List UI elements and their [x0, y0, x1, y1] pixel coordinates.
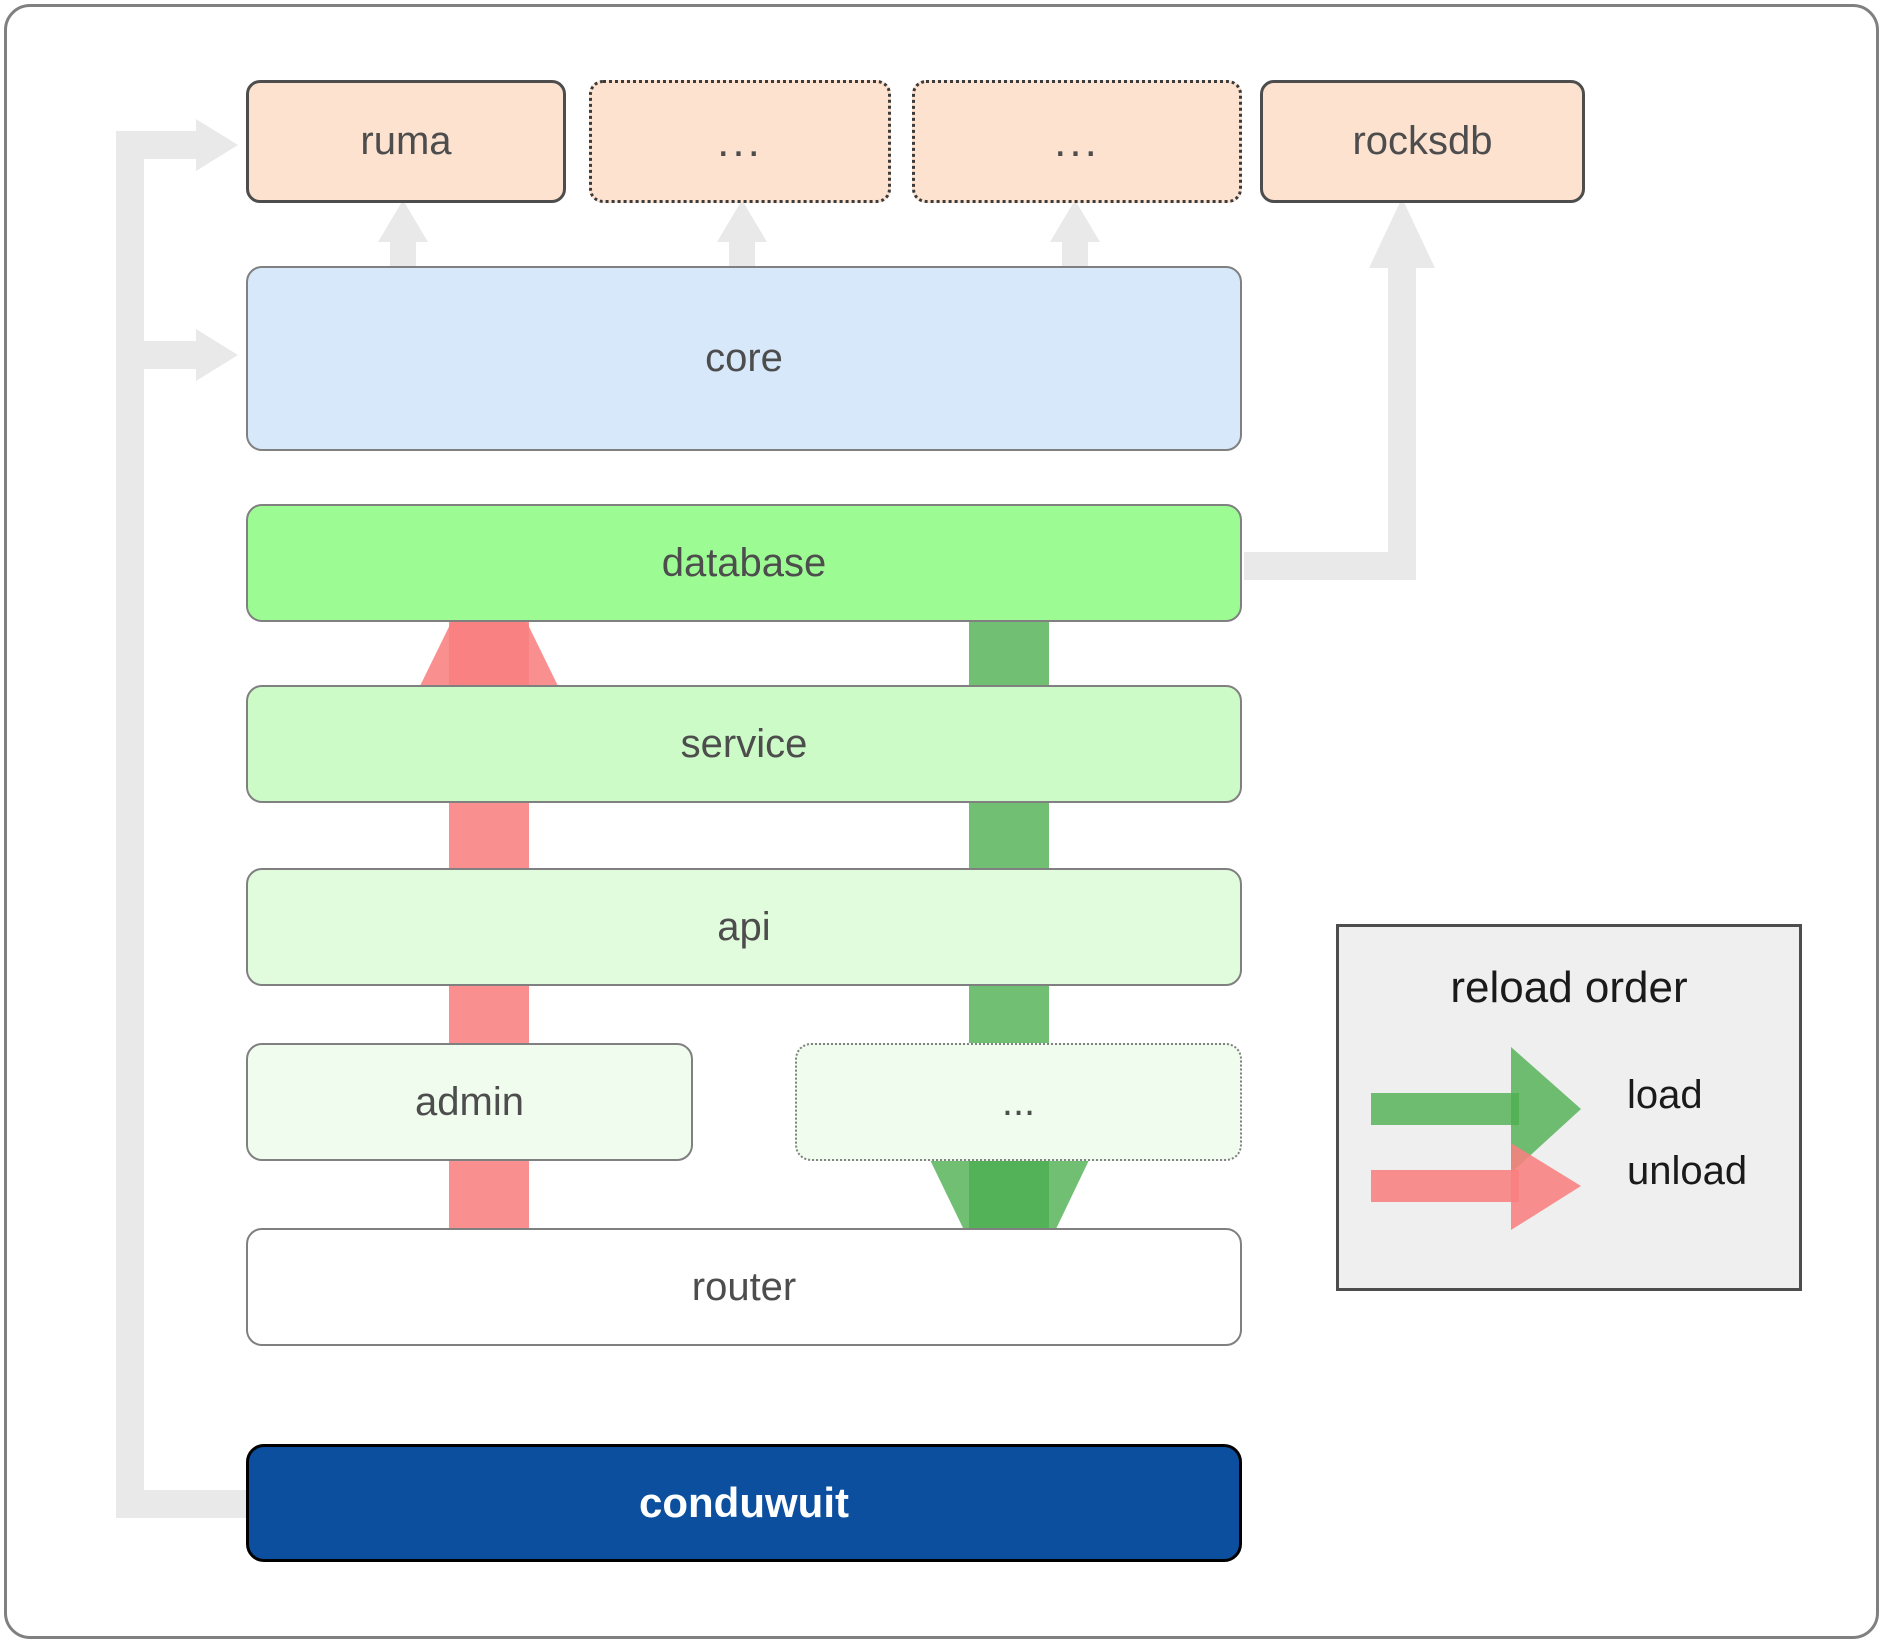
legend-title: reload order [1450, 963, 1688, 1012]
dependency-label-rocksdb: rocksdb [1352, 119, 1493, 163]
root-label-conduwuit: conduwuit [639, 1479, 849, 1526]
layer-label-api: api [717, 904, 771, 949]
dependency-label-2: ... [717, 116, 763, 166]
layer-label-router: router [691, 1264, 797, 1309]
dependency-label-3: ... [1054, 116, 1100, 166]
legend-panel: reload order load unload [1336, 924, 1802, 1291]
dependency-box-3[interactable]: ... [912, 80, 1242, 203]
dependency-box-rocksdb[interactable]: rocksdb [1260, 80, 1585, 203]
legend-arrow-layer [1371, 1047, 1581, 1230]
layer-label-core: core [705, 336, 783, 380]
legend-label-unload: unload [1627, 1149, 1748, 1193]
layer-label-database: database [661, 540, 827, 585]
layer-box-api[interactable]: api [246, 868, 1242, 986]
dependency-label-ruma: ruma [360, 119, 452, 163]
legend-arrow-unload [1371, 1143, 1581, 1230]
dependency-box-ruma[interactable]: ruma [246, 80, 566, 203]
dependency-box-2[interactable]: ... [589, 80, 891, 203]
layer-box-router[interactable]: router [246, 1228, 1242, 1346]
legend-label-load: load [1627, 1073, 1703, 1117]
layer-label-admin: admin [415, 1079, 524, 1124]
layer-label-service: service [680, 721, 808, 766]
layer-box-admin[interactable]: admin [246, 1043, 693, 1161]
layer-box-core[interactable]: core [246, 266, 1242, 451]
layer-box-more[interactable]: ... [795, 1043, 1242, 1161]
root-box-conduwuit[interactable]: conduwuit [246, 1444, 1242, 1562]
diagram-frame [4, 4, 1879, 1639]
layer-box-service[interactable]: service [246, 685, 1242, 803]
layer-box-database[interactable]: database [246, 504, 1242, 622]
legend-arrow-load [1371, 1047, 1581, 1173]
layer-label-more: ... [1001, 1079, 1036, 1124]
